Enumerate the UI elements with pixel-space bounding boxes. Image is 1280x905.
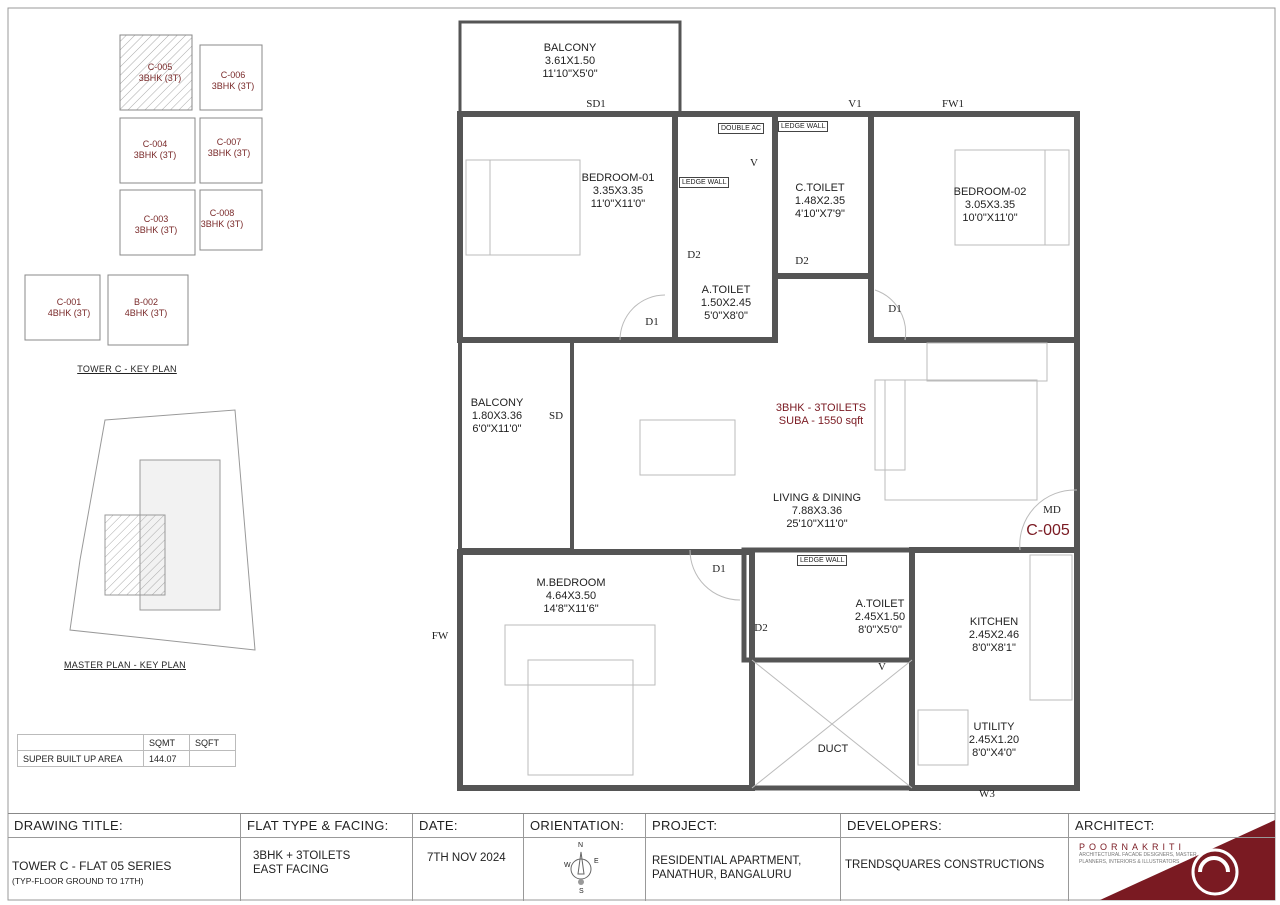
master-plan-title: MASTER PLAN - KEY PLAN — [64, 660, 186, 670]
area-row-sqmt: 144.07 — [143, 750, 190, 767]
opening-sd1: SD1 — [586, 98, 606, 110]
tb-project: PROJECT: RESIDENTIAL APARTMENT, PANATHUR… — [645, 814, 840, 901]
tag-ledge-wall-master-toilet: LEDGE WALL — [797, 555, 848, 566]
area-header-sqmt: SQMT — [143, 734, 190, 751]
tb-architect: ARCHITECT: POORNAKRITI ARCHITECTURAL FAC… — [1068, 814, 1275, 901]
master-plan-drawing — [69, 409, 256, 651]
tag-ledge-wall-a-toilet: LEDGE WALL — [679, 177, 730, 188]
architect-logo — [1100, 820, 1275, 900]
opening-sd: SD — [548, 410, 564, 422]
opening-d2-c-toilet: D2 — [795, 255, 809, 267]
key-plan-title: TOWER C - KEY PLAN — [77, 364, 177, 374]
room-label-duct: DUCT — [817, 743, 849, 755]
area-header-sqft: SQFT — [189, 734, 236, 751]
area-row-label: SUPER BUILT UP AREA — [17, 750, 144, 767]
furniture — [465, 149, 1078, 789]
opening-d2-master-toilet: D2 — [754, 622, 768, 634]
walls — [457, 20, 1080, 791]
opening-v1: V1 — [848, 98, 862, 110]
opening-d1-master: D1 — [712, 563, 726, 575]
area-row-sqft — [189, 750, 236, 767]
tb-date: DATE: 7TH NOV 2024 — [412, 814, 523, 901]
tb-flat-type: FLAT TYPE & FACING: 3BHK + 3TOILETS EAST… — [240, 814, 412, 901]
flat-id: C-005 — [1026, 522, 1070, 539]
opening-v-low: V — [878, 661, 886, 673]
opening-d2-a-toilet: D2 — [687, 249, 701, 261]
area-header-blank — [17, 734, 144, 751]
tb-developers: DEVELOPERS: TRENDSQUARES CONSTRUCTIONS — [840, 814, 1068, 901]
opening-md: MD — [1043, 504, 1061, 516]
north-compass-icon: N E W S — [564, 842, 599, 895]
title-block: DRAWING TITLE: TOWER C - FLAT 05 SERIES … — [8, 813, 1275, 901]
opening-fw1: FW1 — [942, 98, 964, 110]
opening-v-top: V — [750, 157, 758, 169]
tag-double-ac: DOUBLE AC — [718, 123, 765, 134]
opening-fw: FW — [431, 630, 449, 642]
tb-drawing-title: DRAWING TITLE: TOWER C - FLAT 05 SERIES … — [12, 818, 172, 886]
key-plan-outline — [24, 34, 263, 346]
opening-d1-bedroom-02: D1 — [888, 303, 902, 315]
tag-ledge-wall-c-toilet: LEDGE WALL — [778, 121, 829, 132]
tb-orientation: ORIENTATION: N E W S — [523, 814, 645, 901]
opening-d1-bedroom-01: D1 — [645, 316, 659, 328]
opening-w3: W3 — [979, 788, 995, 800]
